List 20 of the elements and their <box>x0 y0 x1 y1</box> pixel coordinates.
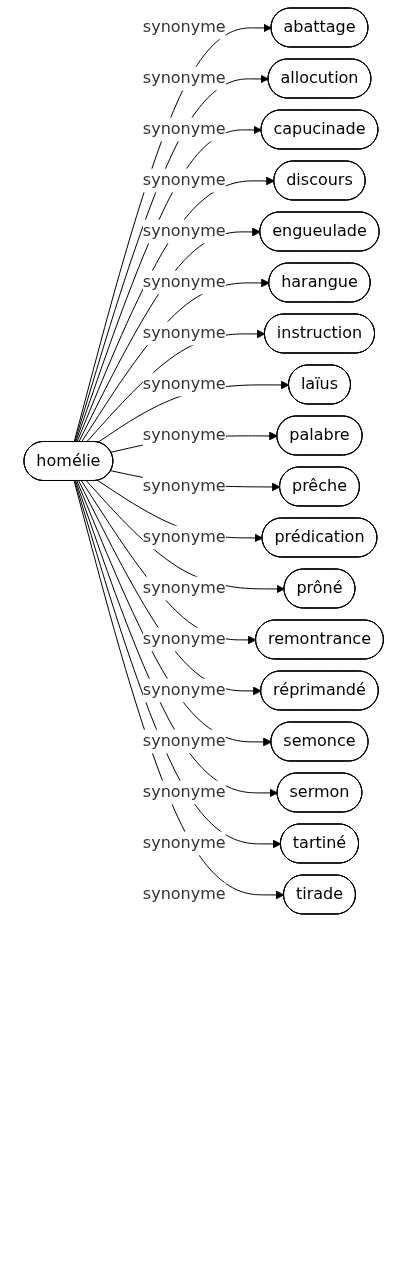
edge-label: synonyme <box>143 17 226 37</box>
edge-label: synonyme <box>143 527 226 547</box>
edge-label: synonyme <box>143 170 226 190</box>
edge-label: synonyme <box>143 323 226 343</box>
edge-label: synonyme <box>143 425 226 445</box>
edge-label: synonyme <box>143 272 226 292</box>
edge-label: synonyme <box>143 680 226 700</box>
edge-label: synonyme <box>143 578 226 598</box>
edge-label: synonyme <box>143 884 226 904</box>
edge-label: synonyme <box>143 374 226 394</box>
edge-label: synonyme <box>143 833 226 853</box>
edge-label: synonyme <box>143 68 226 88</box>
arrow <box>81 278 270 443</box>
edge-label: synonyme <box>143 221 226 241</box>
edge-label: synonyme <box>143 476 226 496</box>
edge-label: synonyme <box>143 782 226 802</box>
arrow <box>86 329 266 443</box>
edge-label: synonyme <box>143 119 226 139</box>
edge-label: synonyme <box>143 731 226 751</box>
edge-label: synonyme <box>143 629 226 649</box>
